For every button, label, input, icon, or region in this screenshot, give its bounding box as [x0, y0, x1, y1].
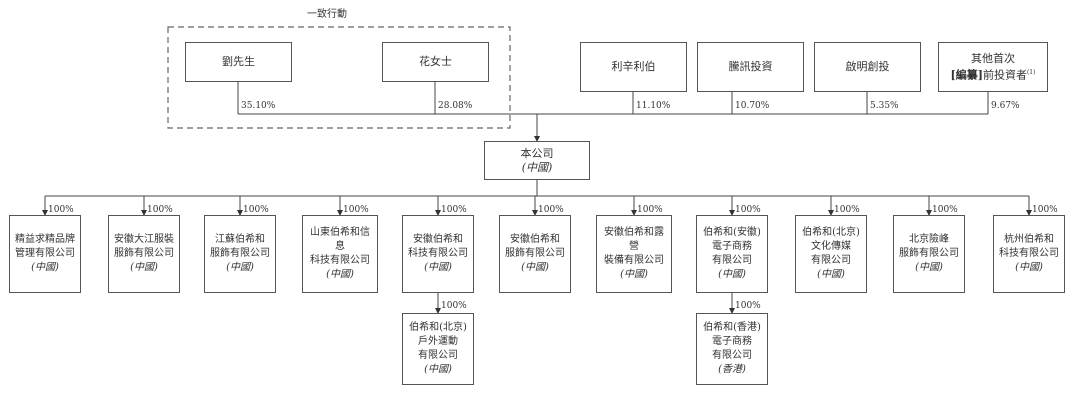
subsidiary-t1: 伯希和(北京) 戶外運動 有限公司 (中國) — [402, 313, 474, 385]
pct-s9: 100% — [834, 205, 860, 215]
t2-location: (香港) — [718, 364, 746, 375]
pct-s11: 100% — [1032, 205, 1058, 215]
s1-location: (中國) — [31, 262, 59, 273]
pct-s7: 100% — [637, 205, 663, 215]
s4-location: (中國) — [326, 269, 354, 280]
shareholder-hua: 花女士 — [382, 42, 489, 82]
shareholder-lixin-name: 利辛利伯 — [611, 60, 656, 73]
s2-line2: 服飾有限公司 — [114, 248, 174, 259]
pct-s10: 100% — [932, 205, 958, 215]
pct-tencent: 10.70% — [735, 101, 770, 111]
s1-line1: 精益求精品牌 — [15, 234, 75, 245]
pct-liu: 35.10% — [241, 101, 276, 111]
s2-line1: 安徽大江服裝 — [114, 234, 174, 245]
concert-label: 一致行動 — [307, 9, 347, 20]
s7-line1: 安徽伯希和露營 — [604, 227, 664, 252]
s8-line3: 有限公司 — [712, 255, 752, 266]
subsidiary-s6: 安徽伯希和 服飾有限公司 (中國) — [499, 215, 571, 293]
s3-location: (中國) — [226, 262, 254, 273]
s9-line3: 有限公司 — [811, 255, 851, 266]
s3-line1: 江蘇伯希和 — [215, 234, 265, 245]
t1-line2: 戶外運動 — [418, 336, 458, 347]
pct-qiming: 5.35% — [870, 101, 899, 111]
s10-line1: 北京險峰 — [909, 234, 949, 245]
shareholder-tencent: 騰訊投資 — [697, 42, 804, 92]
pct-t1: 100% — [441, 301, 467, 311]
s11-line1: 杭州伯希和 — [1004, 234, 1054, 245]
pct-s8: 100% — [735, 205, 761, 215]
pct-s1: 100% — [48, 205, 74, 215]
s5-line1: 安徽伯希和 — [413, 234, 463, 245]
s10-location: (中國) — [915, 262, 943, 273]
shareholder-qiming-name: 啟明創投 — [845, 60, 890, 73]
s4-line2: 科技有限公司 — [310, 255, 370, 266]
s10-line2: 服飾有限公司 — [899, 248, 959, 259]
shareholder-others-line2-rest: 前投資者 — [982, 68, 1027, 82]
t1-location: (中國) — [424, 364, 452, 375]
s9-line1: 伯希和(北京) — [802, 227, 860, 238]
s11-line2: 科技有限公司 — [999, 248, 1059, 259]
subsidiary-s11: 杭州伯希和 科技有限公司 (中國) — [993, 215, 1065, 293]
pct-hua: 28.08% — [438, 101, 473, 111]
shareholder-hua-name: 花女士 — [419, 55, 452, 68]
company-name: 本公司 — [520, 146, 554, 160]
subsidiary-s3: 江蘇伯希和 服飾有限公司 (中國) — [204, 215, 276, 293]
s1-line2: 管理有限公司 — [15, 248, 75, 259]
t1-line3: 有限公司 — [418, 350, 458, 361]
shareholder-tencent-name: 騰訊投資 — [728, 60, 773, 73]
shareholder-qiming: 啟明創投 — [814, 42, 921, 92]
concert-group-border — [167, 26, 511, 129]
pct-t2: 100% — [735, 301, 761, 311]
s6-location: (中國) — [521, 262, 549, 273]
subsidiary-s4: 山東伯希和信息 科技有限公司 (中國) — [302, 215, 378, 293]
redacted-marker: [編纂] — [950, 68, 983, 82]
shareholder-lixin: 利辛利伯 — [580, 42, 687, 92]
pct-s2: 100% — [147, 205, 173, 215]
t2-line3: 有限公司 — [712, 350, 752, 361]
s9-location: (中國) — [817, 269, 845, 280]
note-marker: (1) — [1026, 68, 1036, 76]
subsidiary-s8: 伯希和(安徽) 電子商務 有限公司 (中國) — [696, 215, 768, 293]
s8-location: (中國) — [718, 269, 746, 280]
subsidiary-s7: 安徽伯希和露營 裝備有限公司 (中國) — [596, 215, 672, 293]
s5-location: (中國) — [424, 262, 452, 273]
pct-others: 9.67% — [991, 101, 1020, 111]
s2-location: (中國) — [130, 262, 158, 273]
shareholder-liu: 劉先生 — [185, 42, 292, 82]
pct-lixin: 11.10% — [636, 101, 671, 111]
subsidiary-s10: 北京險峰 服飾有限公司 (中國) — [893, 215, 965, 293]
company-box: 本公司 (中國) — [484, 141, 590, 180]
shareholder-others-line1: 其他首次 — [971, 51, 1015, 65]
s6-line1: 安徽伯希和 — [510, 234, 560, 245]
subsidiary-s2: 安徽大江服裝 服飾有限公司 (中國) — [108, 215, 180, 293]
subsidiary-t2: 伯希和(香港) 電子商務 有限公司 (香港) — [696, 313, 768, 385]
pct-s4: 100% — [343, 205, 369, 215]
s9-line2: 文化傳媒 — [811, 241, 851, 252]
t1-line1: 伯希和(北京) — [409, 322, 467, 333]
subsidiary-s5: 安徽伯希和 科技有限公司 (中國) — [402, 215, 474, 293]
shareholder-others: 其他首次 [編纂]前投資者(1) — [938, 42, 1048, 92]
shareholder-others-line2: [編纂]前投資者(1) — [951, 66, 1036, 83]
t2-line1: 伯希和(香港) — [703, 322, 761, 333]
s8-line1: 伯希和(安徽) — [703, 227, 761, 238]
s6-line2: 服飾有限公司 — [505, 248, 565, 259]
pct-s6: 100% — [538, 205, 564, 215]
shareholder-liu-name: 劉先生 — [222, 55, 255, 68]
s7-line2: 裝備有限公司 — [604, 255, 664, 266]
t2-line2: 電子商務 — [712, 336, 752, 347]
s4-line1: 山東伯希和信息 — [310, 227, 370, 252]
s3-line2: 服飾有限公司 — [210, 248, 270, 259]
s8-line2: 電子商務 — [712, 241, 752, 252]
s7-location: (中國) — [620, 269, 648, 280]
pct-s5: 100% — [441, 205, 467, 215]
pct-s3: 100% — [243, 205, 269, 215]
subsidiary-s1: 精益求精品牌 管理有限公司 (中國) — [9, 215, 81, 293]
company-location: (中國) — [521, 160, 553, 174]
s5-line2: 科技有限公司 — [408, 248, 468, 259]
s11-location: (中國) — [1015, 262, 1043, 273]
subsidiary-s9: 伯希和(北京) 文化傳媒 有限公司 (中國) — [795, 215, 867, 293]
